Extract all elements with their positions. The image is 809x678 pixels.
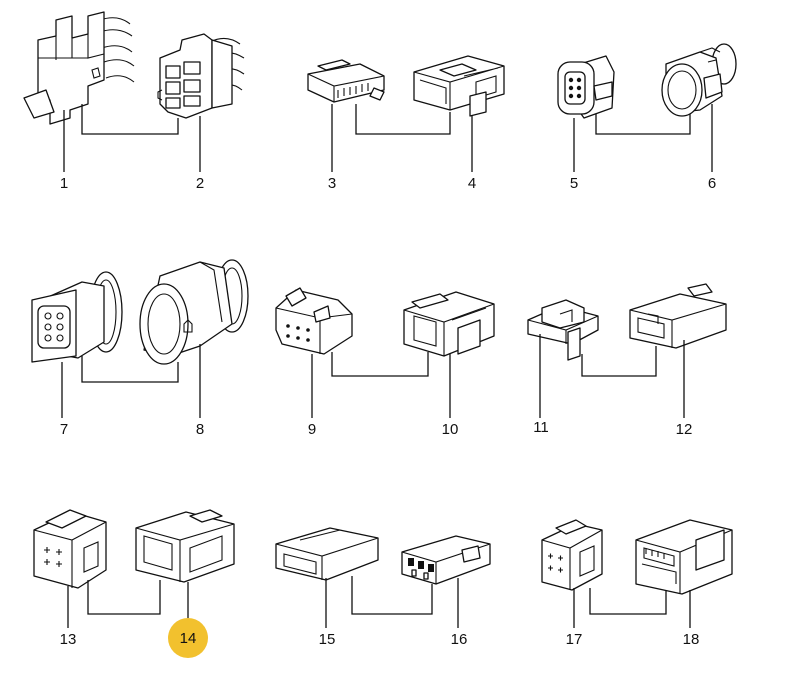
callout-17[interactable]: 17 xyxy=(566,631,583,648)
callout-13[interactable]: 13 xyxy=(60,631,77,648)
connector-part-11[interactable] xyxy=(527,299,599,361)
callout-15[interactable]: 15 xyxy=(319,631,336,648)
callout-3[interactable]: 3 xyxy=(328,175,336,192)
leader-3-4 xyxy=(355,104,451,135)
callout-6[interactable]: 6 xyxy=(708,175,716,192)
connector-part-5[interactable] xyxy=(557,55,615,119)
callout-11[interactable]: 11 xyxy=(533,419,549,436)
connector-part-3[interactable] xyxy=(307,59,385,103)
connector-part-10[interactable] xyxy=(403,291,495,357)
callout-highlight-14 xyxy=(168,618,208,658)
leader-13-14 xyxy=(87,580,161,615)
leader-5-6 xyxy=(595,114,691,135)
connector-part-14[interactable] xyxy=(135,509,235,583)
callout-10[interactable]: 10 xyxy=(442,421,459,438)
leader-11-12 xyxy=(581,346,657,377)
connector-part-6[interactable] xyxy=(661,43,737,117)
connector-part-4[interactable] xyxy=(413,55,505,117)
callout-12[interactable]: 12 xyxy=(676,421,693,438)
leader-9-10 xyxy=(331,352,429,377)
leader-7-8 xyxy=(81,356,179,383)
leader-1-2 xyxy=(81,104,179,135)
leader-15-16 xyxy=(351,576,433,615)
callout-16[interactable]: 16 xyxy=(451,631,468,648)
connector-part-16[interactable] xyxy=(401,535,491,585)
connector-part-9[interactable] xyxy=(275,287,353,355)
leader-17-18 xyxy=(589,588,667,615)
callout-2[interactable]: 2 xyxy=(196,175,204,192)
callout-4[interactable]: 4 xyxy=(468,175,476,192)
connector-part-17[interactable] xyxy=(541,519,603,591)
connector-part-2[interactable] xyxy=(157,33,245,119)
callout-8[interactable]: 8 xyxy=(196,421,204,438)
connector-part-18[interactable] xyxy=(635,519,733,595)
connector-part-1[interactable] xyxy=(23,11,135,125)
connector-part-15[interactable] xyxy=(275,527,379,581)
connector-part-7[interactable] xyxy=(31,271,123,363)
callout-18[interactable]: 18 xyxy=(683,631,700,648)
callout-5[interactable]: 5 xyxy=(570,175,578,192)
callout-9[interactable]: 9 xyxy=(308,421,316,438)
callout-1[interactable]: 1 xyxy=(60,175,68,192)
callout-7[interactable]: 7 xyxy=(60,421,68,438)
connector-part-8[interactable] xyxy=(139,259,249,365)
callout-14[interactable]: 14 xyxy=(180,630,197,647)
connector-part-12[interactable] xyxy=(629,283,727,349)
connector-part-13[interactable] xyxy=(33,509,107,589)
